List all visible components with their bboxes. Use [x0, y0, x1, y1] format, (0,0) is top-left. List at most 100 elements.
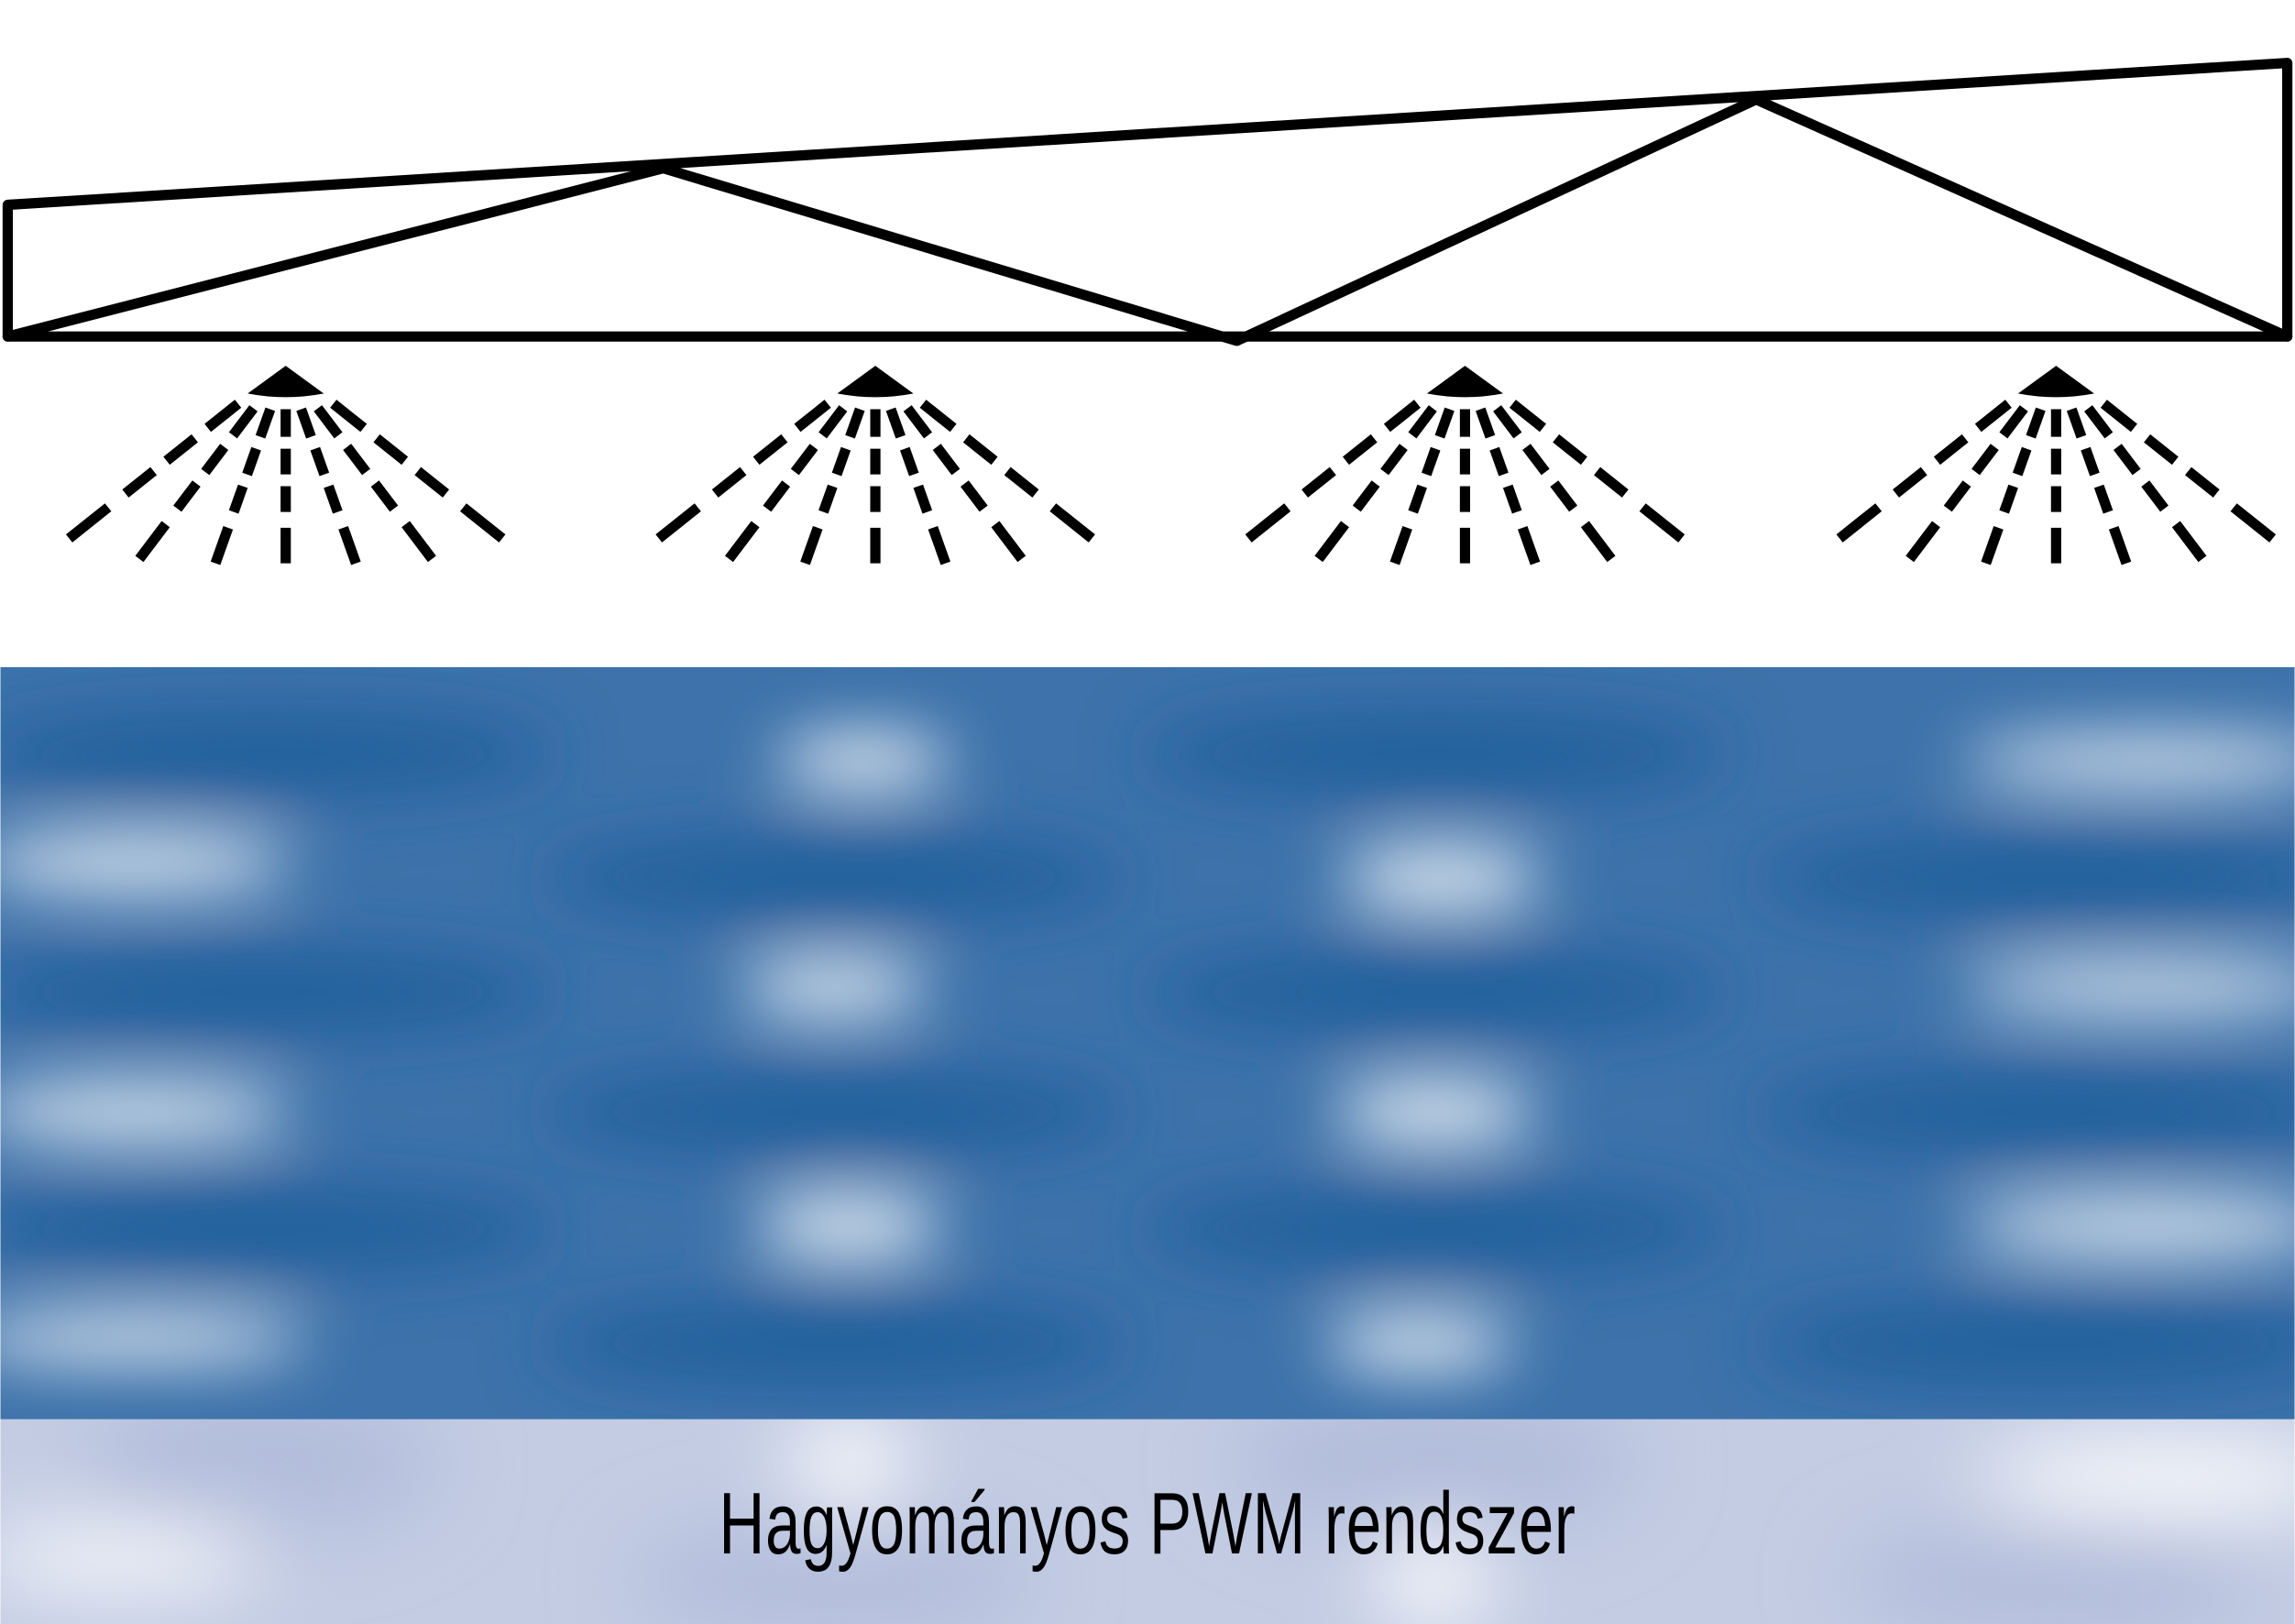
spray-dash [2230, 503, 2277, 543]
spray-dash [831, 446, 851, 477]
spray-dash [1639, 503, 1686, 543]
nozzle-tip-icon [837, 366, 914, 398]
spray-dash [2084, 405, 2114, 439]
spray-dash [790, 444, 818, 476]
spray-dash [1408, 405, 1437, 439]
spray-dash [1422, 446, 1441, 477]
spray-dash [201, 444, 229, 476]
spray-dash [1943, 480, 1971, 512]
coverage-gap [0, 1088, 293, 1136]
spray-dash [711, 466, 747, 498]
spray-dash [338, 525, 361, 565]
spray-dash [1594, 466, 1629, 498]
spray-dash [370, 480, 399, 512]
spray-dash [2012, 446, 2032, 477]
coverage-gap [1339, 851, 1544, 905]
spray-dash [818, 405, 848, 439]
spray-dash [1314, 521, 1349, 563]
spray-dash [122, 466, 158, 498]
spray-dash [2113, 444, 2141, 476]
spray-dash [1408, 484, 1427, 514]
coverage-dark-zone [1141, 948, 1728, 1037]
spray-dash [845, 407, 865, 439]
coverage-dark-zone [1141, 1185, 1728, 1273]
spray-dash [913, 484, 933, 514]
spray-dash [1522, 444, 1550, 476]
spray-dash [330, 400, 368, 433]
ground-highlight [790, 1419, 908, 1508]
spray-dash [204, 400, 242, 433]
spray-dash [1380, 444, 1408, 476]
spray-dash [2185, 466, 2220, 498]
spray-dash [991, 521, 1027, 563]
spray-dash [960, 480, 988, 512]
spray-dash [1933, 433, 1969, 466]
spray-dash [1999, 484, 2018, 514]
spray-dash [2026, 407, 2046, 439]
spray-dash [1553, 433, 1587, 466]
spray-dash [899, 446, 919, 477]
spray-dash [2108, 525, 2132, 565]
spray-dash [1352, 480, 1380, 512]
spray-dash [343, 444, 370, 476]
coverage-gap [1324, 1319, 1515, 1367]
spray-dash [724, 521, 760, 563]
spray-dash [2066, 407, 2087, 439]
ground-band [0, 1419, 2295, 1624]
nozzle-2 [655, 366, 1095, 565]
spray-dash [1509, 400, 1546, 433]
spray-dash [1550, 480, 1578, 512]
spray-dash [752, 433, 788, 466]
spray-dash [1489, 446, 1509, 477]
coverage-gap [775, 737, 952, 785]
spray-dash [2144, 433, 2179, 466]
spray-dash [1389, 525, 1412, 565]
spray-dash [1974, 400, 2012, 433]
spray-dash [800, 525, 823, 565]
coverage-gap [1332, 1085, 1537, 1138]
spray-dash [1301, 466, 1336, 498]
spray-dash [1383, 400, 1421, 433]
spray-dash [2141, 480, 2169, 512]
spray-dash [655, 503, 701, 543]
spray-dash [1004, 466, 1039, 498]
coverage-dark-zone [0, 709, 556, 798]
spray-dash [1476, 407, 1496, 439]
spray-dash [1049, 503, 1095, 543]
coverage-gap [1960, 967, 2295, 1008]
spray-dash [310, 446, 330, 477]
nozzle-tip-icon [1426, 366, 1503, 398]
spray-dash [1502, 484, 1522, 514]
ground-highlight [0, 1529, 264, 1588]
coverage-gap [739, 964, 930, 1012]
spray-dash [1893, 466, 1927, 498]
spray-dash [2100, 400, 2137, 433]
coverage-gap [0, 1318, 308, 1360]
spray-dash [1517, 525, 1541, 565]
spray-dash [135, 521, 170, 563]
spray-dash [255, 407, 276, 439]
spray-dash [1342, 433, 1378, 466]
coverage-dark-zone [1756, 1299, 2295, 1388]
coverage-dark-zone [1141, 709, 1728, 798]
spray-dash [885, 407, 906, 439]
spray-dash [763, 480, 791, 512]
spray-dash [919, 400, 957, 433]
spray-dash [228, 484, 248, 514]
ground-shade [1843, 1521, 2254, 1624]
spray-dash [65, 503, 112, 543]
spray-dash [903, 405, 932, 439]
ground-shade [1229, 1419, 1640, 1537]
spray-dash [818, 484, 838, 514]
coverage-gap [1960, 740, 2295, 782]
spray-dash [2081, 446, 2100, 477]
nozzle-tip-icon [247, 366, 324, 398]
coverage-dark-zone [1756, 833, 2295, 922]
spray-coverage-field [0, 666, 2295, 1420]
nozzle-4 [1836, 366, 2277, 565]
coverage-dark-zone [1756, 1068, 2295, 1157]
ground-highlight [1975, 1441, 2295, 1515]
boom-frame [2, 58, 2293, 342]
spray-dash [1905, 521, 1940, 563]
spray-dash [1493, 405, 1522, 439]
